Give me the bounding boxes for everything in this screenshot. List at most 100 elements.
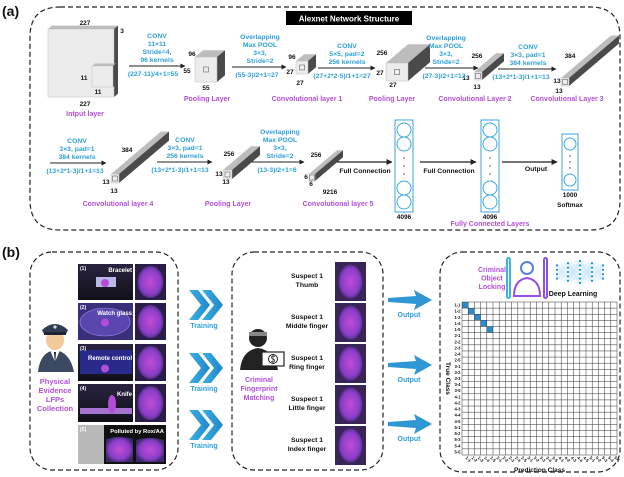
connection [591,265,604,281]
true-class-tick: 4-1 [454,394,461,399]
output-arrow-2: Output [388,355,432,384]
neuron-column-2: 4096 [480,119,500,221]
operation-param: 96 kernels [140,57,173,64]
finger-name: Index finger [288,446,327,453]
connection [579,263,593,284]
photo-caption: Watch glass [97,311,132,317]
cube-top [92,63,116,66]
collection-frame [29,251,179,471]
operation-param: 3×3, [253,50,267,57]
fc-size-label: 4096 [483,214,498,221]
prediction-class-tick: 5-1 [588,455,596,463]
connection [567,269,581,281]
ellipsis-dot [489,173,491,175]
cube-side [113,63,116,87]
highlighted-cell [474,314,481,321]
true-class-tick: 3-2 [454,370,461,375]
neuron [482,122,498,138]
cube-front [222,169,233,180]
collection-label-line: Collection [37,404,74,413]
panel-b-label: (b) [2,244,20,260]
ellipsis-dot [489,165,491,167]
connection [567,278,581,281]
cube-front [110,173,120,184]
true-class-tick: 2-3 [454,345,461,350]
collection-label-line: Evidence [39,386,72,395]
highlighted-cell [486,326,493,333]
operation-param: 3×3, [439,51,453,58]
confusion-matrix: 1-11-11-21-21-31-31-41-41-51-52-12-12-22… [444,301,621,474]
dimension-label: 27 [296,80,304,87]
cube-front [91,65,114,88]
neuron [396,136,412,152]
layer-label: Pooling Layer [184,96,231,103]
fingerprint [338,387,363,422]
neuron [482,136,498,152]
true-class-tick: 2-1 [454,333,461,338]
connection [591,263,604,266]
cube-front [194,56,218,83]
prediction-class-tick: 3-1 [526,455,534,463]
connection [567,280,581,284]
dimension-label: 27 [389,82,397,89]
collection-label-line: Physical [40,377,70,386]
prediction-class-tick: 3-5 [551,455,559,463]
prediction-class-tick: 5-3 [601,455,609,463]
dimension-label: 13 [462,75,470,82]
kernel-marker [299,64,305,71]
collection-label-line: LFPs [46,395,64,404]
kernel-marker [394,69,400,75]
dimension-label: 6 [304,174,308,181]
cube-top [296,54,316,61]
connection [579,267,593,284]
column-frame [480,119,500,213]
photo-index: (3) [80,346,86,352]
neuron [482,180,498,196]
connection [579,263,593,270]
evidence-photos: (1)Bracelet(2)Watch glass(3)Remote contr… [78,264,166,464]
true-class-tick: 2-4 [454,352,461,357]
true-class-tick: 2-5 [454,358,461,363]
connection [556,263,569,270]
connection [591,265,604,273]
dimension-label: 13 [110,188,118,195]
node [590,262,594,265]
layer-label: Pooling Layer [205,201,252,208]
chevron-icon [189,410,210,440]
dimension-label: 13 [215,171,223,178]
prediction-class-tick: 2-2 [502,455,510,463]
node [555,268,559,271]
ellipsis-dot [403,157,405,159]
connection [579,263,593,275]
true-class-tick: 1-4 [454,321,461,326]
chevron-icon [202,410,223,440]
prediction-class-tick: 1-5 [489,455,497,463]
operation-formula: (13+2*1-3)/1+1=13 [151,167,208,174]
dollar-icon [270,355,276,363]
layer-label: Convolutional Layer 2 [438,96,511,103]
print-spot [101,364,109,373]
node [578,264,582,267]
dimension-label: 227 [80,101,91,108]
operation-formula: (227-11)/4+1=55 [128,71,178,78]
prediction-class-tick: 2-3 [508,455,516,463]
operation-param: Stride=2 [432,59,459,66]
cube-front [560,77,570,87]
output-arrow-3: Output [388,414,432,443]
neuron-column-1: 4096 [394,119,414,221]
neuron [396,194,412,210]
connection [579,271,593,284]
true-class-tick: 2-2 [454,339,461,344]
dimension-label: 256 [377,50,388,57]
print-spot [101,279,109,287]
print-spot [108,395,116,413]
